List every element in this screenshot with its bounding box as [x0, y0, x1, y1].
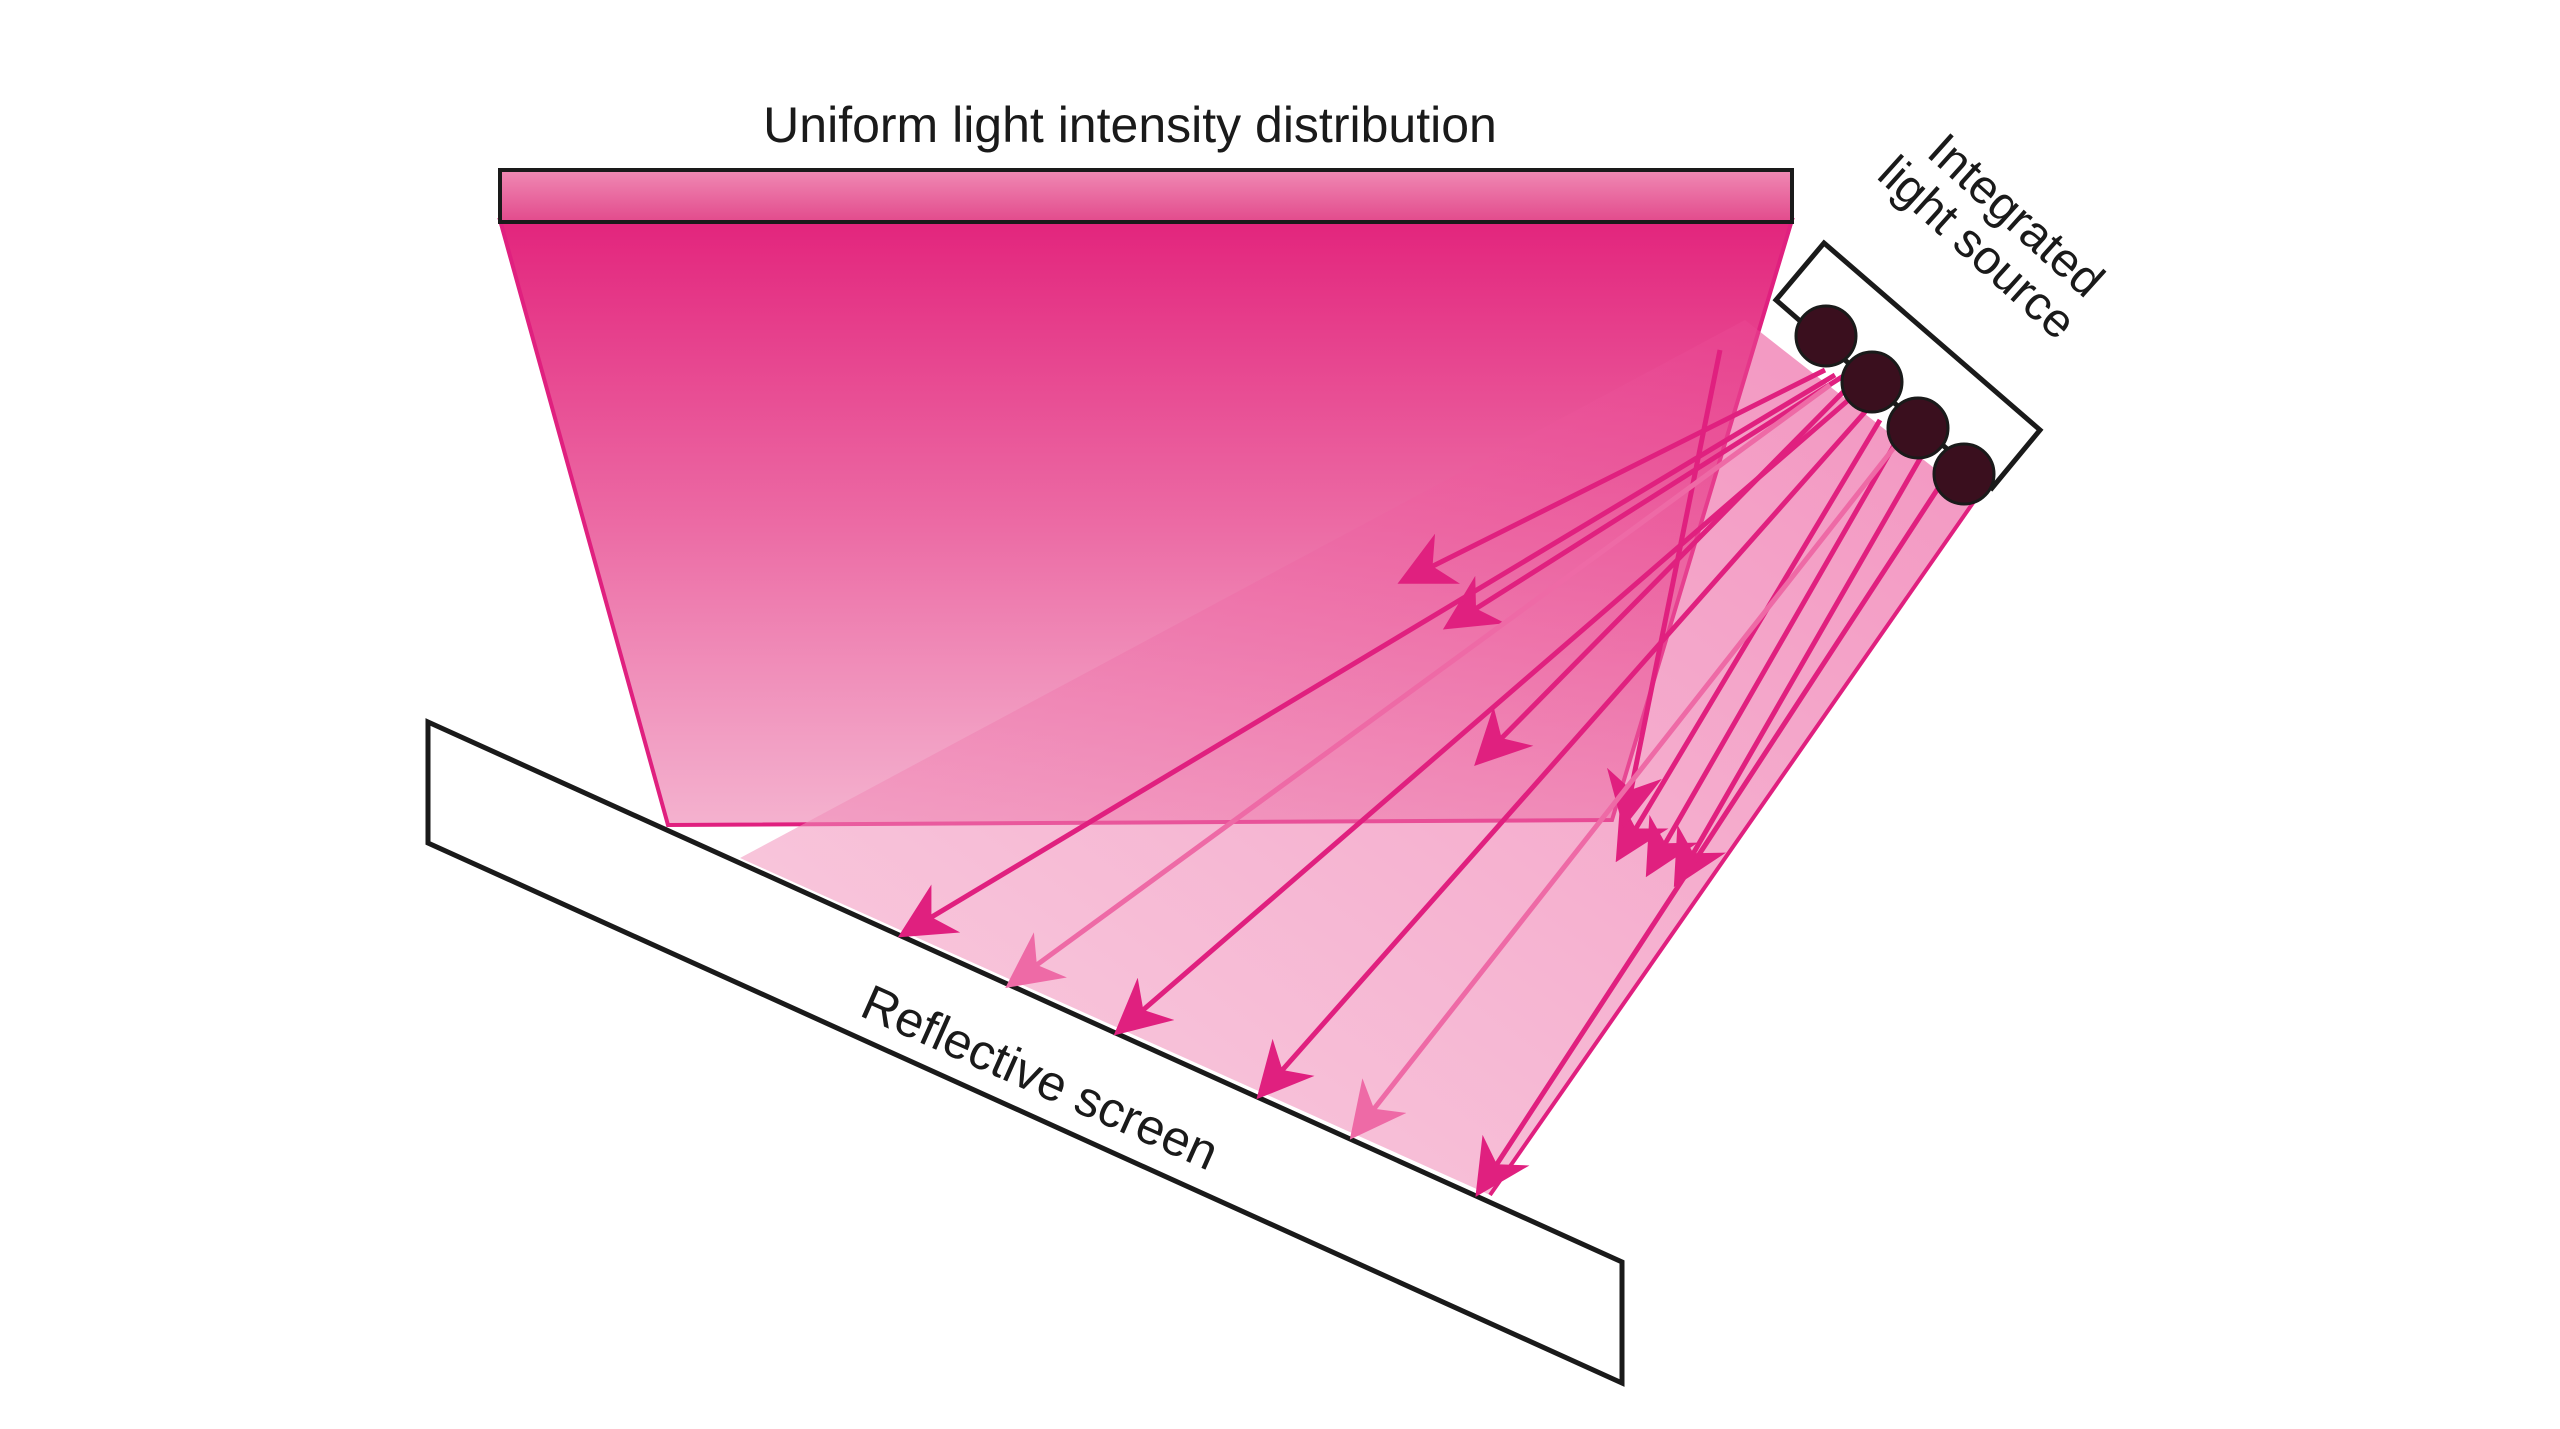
ray-10	[1606, 349, 1723, 829]
ray-light-2	[1349, 438, 1902, 1140]
ray-11	[1475, 468, 1953, 1198]
ray-7	[1615, 418, 1883, 863]
led-4	[1932, 442, 1996, 506]
ray-6	[1256, 393, 1882, 1100]
led-light-source-icon	[1794, 304, 1996, 506]
ray-9	[1673, 448, 1928, 888]
beam-edge-right	[1488, 498, 1977, 1197]
reflective-screen	[425, 718, 1625, 1387]
led-2	[1840, 350, 1904, 414]
ray-1	[1397, 367, 1827, 584]
ray-2	[1442, 372, 1847, 630]
top-label: Uniform light intensity distribution	[763, 97, 1497, 153]
ray-3	[1474, 383, 1852, 766]
light-rays-secondary	[1005, 382, 1902, 1140]
ray-8	[1645, 433, 1903, 878]
led-1	[1794, 304, 1858, 368]
light-rays	[897, 349, 1953, 1198]
ray-5	[1113, 388, 1862, 1036]
led-3	[1886, 396, 1950, 460]
ray-light-1	[1005, 382, 1832, 988]
uniform-light-bar	[498, 168, 1794, 224]
ray-4	[897, 372, 1837, 938]
integrated-light-source	[1772, 239, 2044, 506]
